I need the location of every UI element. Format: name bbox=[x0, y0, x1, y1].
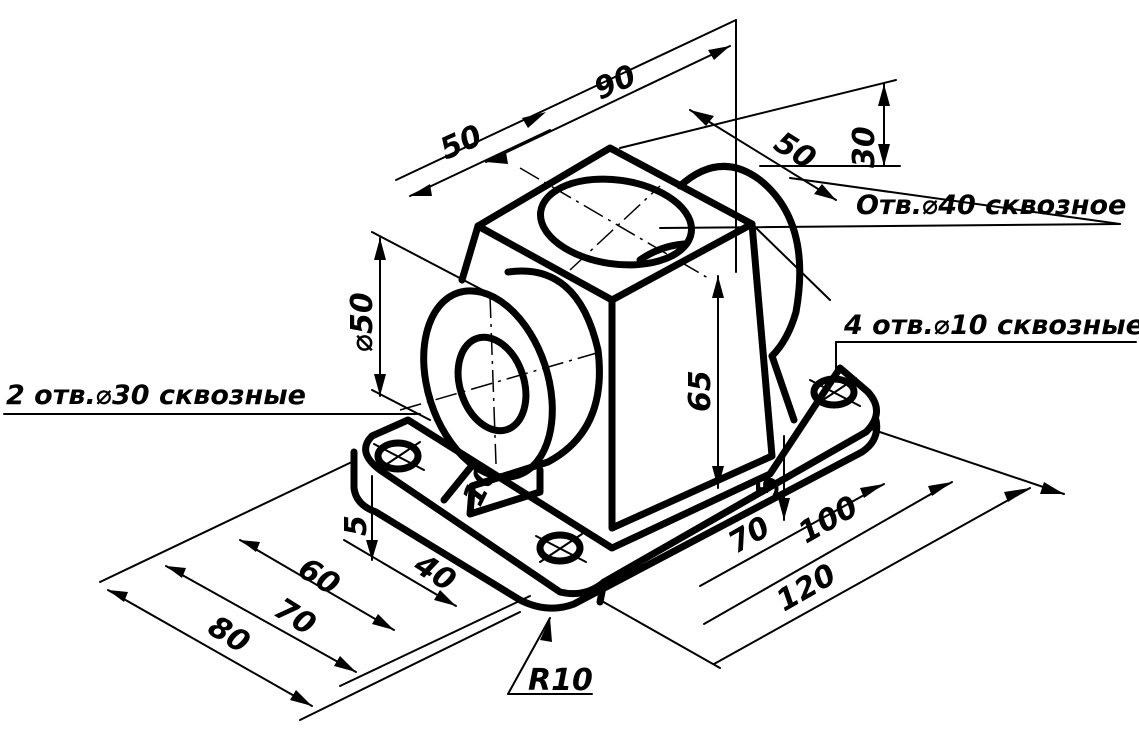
dim-80: 80 bbox=[202, 609, 256, 661]
dimension-lines bbox=[3, 19, 1137, 721]
dim-120: 120 bbox=[771, 557, 843, 619]
boss-front-face bbox=[420, 287, 556, 481]
notes: Отв.⌀40 сквозное 4 отв.⌀10 сквозные 2 от… bbox=[6, 190, 1139, 411]
rear-support bbox=[676, 163, 804, 424]
base-top-outline bbox=[362, 364, 880, 598]
dim-r10: R10 bbox=[528, 663, 593, 698]
base-front-vertical bbox=[596, 578, 608, 606]
base-hole-right bbox=[809, 375, 861, 409]
center-lines bbox=[399, 167, 709, 465]
dim-100: 100 bbox=[793, 489, 865, 551]
dim-60: 60 bbox=[292, 551, 346, 603]
rear-support-arc bbox=[676, 163, 804, 360]
dim-70-left: 70 bbox=[268, 591, 322, 643]
note-hole-top: Отв.⌀40 сквозное bbox=[856, 190, 1126, 221]
cube-left-edge bbox=[458, 222, 482, 284]
cube-top-hole bbox=[537, 175, 695, 269]
base-bottom-edge bbox=[350, 416, 881, 612]
dim-90: 90 bbox=[589, 58, 641, 107]
dim-30: 30 bbox=[847, 126, 882, 168]
boss-body bbox=[468, 267, 603, 490]
cube-right-face bbox=[608, 220, 776, 532]
dim-diameter-50: ⌀50 bbox=[345, 292, 380, 352]
dim-5-right: 5 bbox=[751, 475, 786, 496]
dim-50-top-left: 50 bbox=[435, 118, 487, 167]
base-hole-front bbox=[535, 531, 587, 565]
dim-65: 65 bbox=[683, 370, 718, 412]
dim-40: 40 bbox=[407, 547, 462, 599]
base-plate bbox=[350, 364, 881, 612]
dim-50-top-right: 50 bbox=[768, 125, 822, 177]
dim-5-left: 5 bbox=[339, 515, 374, 536]
note-holes-base: 4 отв.⌀10 сквозные bbox=[843, 310, 1139, 341]
arrowheads bbox=[108, 46, 1064, 706]
base-hole-left bbox=[373, 439, 425, 473]
rear-support-leg bbox=[768, 352, 798, 424]
note-holes-boss: 2 отв.⌀30 сквозные bbox=[6, 380, 306, 411]
